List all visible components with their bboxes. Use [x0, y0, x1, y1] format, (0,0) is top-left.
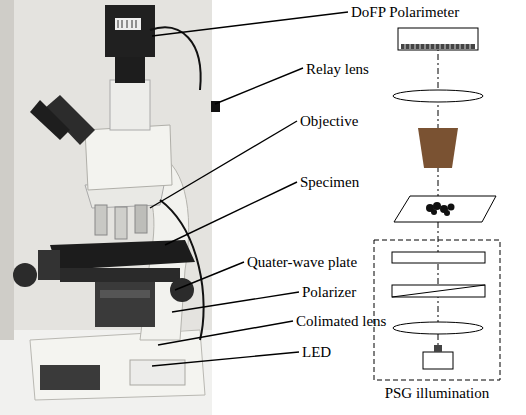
part-label: Polarizer: [302, 284, 356, 300]
part-label: DoFP Polarimeter: [351, 4, 459, 20]
microscope-photo: [0, 0, 220, 415]
group-heading: PSG illumination: [370, 385, 504, 401]
optical-schematic: [374, 28, 500, 380]
part-label: Objective: [300, 113, 358, 129]
part-label: LED: [302, 344, 331, 360]
illumination-group: PSG illumination: [370, 240, 504, 400]
part-label: Colimated lens: [296, 313, 386, 329]
part-label: Quater-wave plate: [247, 254, 357, 270]
part-label: Relay lens: [306, 61, 369, 77]
part-label: Specimen: [300, 174, 359, 190]
